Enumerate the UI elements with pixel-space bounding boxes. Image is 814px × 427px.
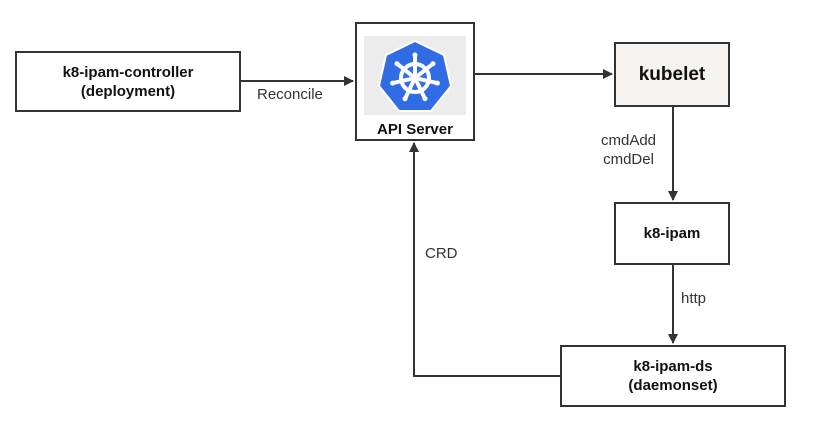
kubelet-node: kubelet xyxy=(614,42,730,107)
controller-title: k8-ipam-controller xyxy=(62,63,194,81)
k8-ipam-ds-node: k8-ipam-ds (daemonset) xyxy=(560,345,786,407)
kubernetes-logo-background xyxy=(364,36,466,115)
edge-label-reconcile: Reconcile xyxy=(257,86,323,103)
edge-label-http: http xyxy=(681,290,707,307)
ipamds-title: k8-ipam-ds xyxy=(633,358,713,375)
kubelet-label: kubelet xyxy=(638,64,706,85)
api-server-label: API Server xyxy=(377,121,453,138)
edge-label-cmd: cmdAdd cmdDel xyxy=(601,131,656,169)
k8-ipam-node: k8-ipam xyxy=(614,202,730,265)
ipam-label: k8-ipam xyxy=(643,225,701,242)
k8-ipam-controller-node: k8-ipam-controller (deployment) xyxy=(15,51,241,112)
edge-label-cmdadd: cmdAdd xyxy=(601,132,657,149)
kubernetes-logo-icon xyxy=(377,39,453,112)
edge-label-cmddel: cmdDel xyxy=(603,151,654,168)
controller-subtitle: (deployment) xyxy=(80,82,176,100)
edge-label-crd: CRD xyxy=(425,245,458,262)
ipamds-subtitle: (daemonset) xyxy=(628,377,718,394)
edge-ipamds-to-apiserver xyxy=(409,142,560,377)
api-server-node: API Server xyxy=(355,22,475,141)
